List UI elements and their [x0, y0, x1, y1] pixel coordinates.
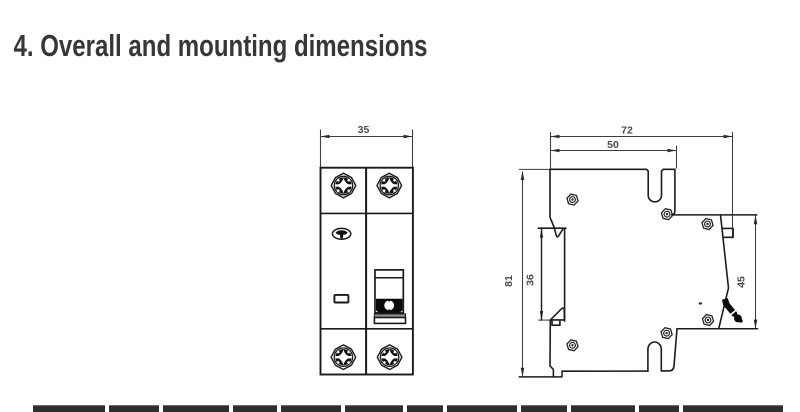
svg-text:72: 72: [621, 124, 633, 136]
svg-text:45: 45: [736, 276, 748, 288]
svg-text:35: 35: [358, 124, 370, 136]
svg-text:36: 36: [525, 274, 537, 286]
svg-text:81: 81: [503, 275, 515, 287]
svg-text:50: 50: [607, 139, 619, 151]
svg-text:4. Overall and mounting dimens: 4. Overall and mounting dimensions: [14, 28, 428, 63]
